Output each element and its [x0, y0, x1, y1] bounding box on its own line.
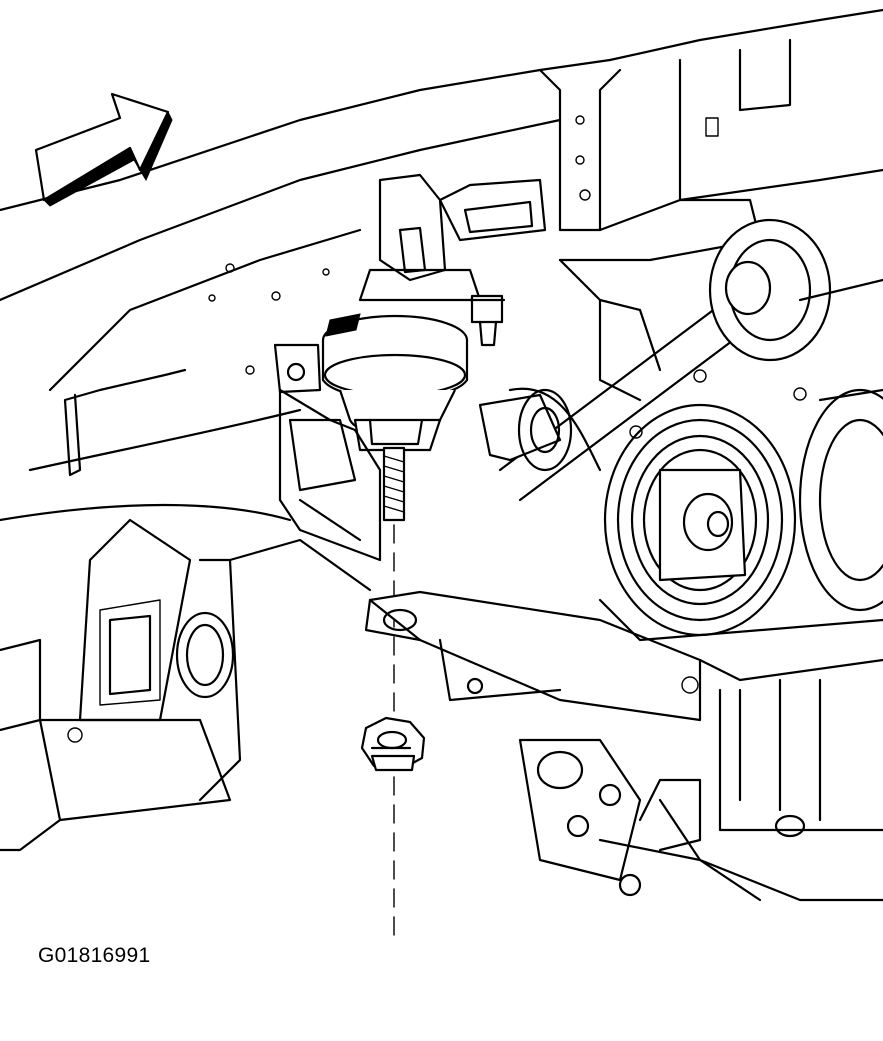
engine-mount-illustration: [0, 8, 883, 936]
mount-bracket: [278, 388, 382, 562]
upper-body-panel: [438, 8, 883, 262]
flange-nut: [360, 716, 426, 772]
figure-id-label: G01816991: [38, 944, 151, 967]
engine-block: [558, 258, 883, 902]
crossmember: [364, 590, 762, 902]
frame-rail: [0, 58, 612, 852]
accessory-drive: [478, 218, 883, 637]
arrow-icon: [34, 92, 173, 207]
mount-stud: [382, 446, 406, 936]
engine-mount: [273, 173, 506, 452]
